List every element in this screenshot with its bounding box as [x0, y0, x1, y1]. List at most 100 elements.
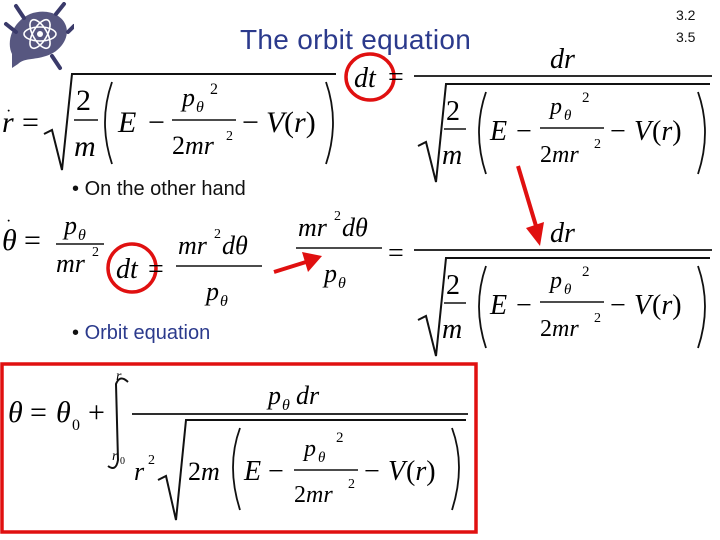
svg-text:−: − — [610, 116, 626, 147]
svg-text:V: V — [388, 456, 408, 487]
equation-thetadot: θ · = p θ mr 2 dt = mr 2 dθ p θ — [2, 211, 262, 310]
svg-text:θ: θ — [8, 396, 23, 429]
svg-text:p: p — [548, 94, 562, 120]
bullet-orbit-equation: • Orbit equation — [72, 322, 210, 345]
svg-text:2: 2 — [446, 270, 460, 301]
svg-text:θ: θ — [318, 450, 326, 466]
svg-text:θ: θ — [2, 224, 17, 257]
svg-text:mr: mr — [178, 231, 208, 260]
svg-text:dt: dt — [116, 254, 139, 285]
svg-text:mr: mr — [298, 213, 328, 242]
svg-text:+: + — [88, 396, 105, 429]
svg-text:=: = — [30, 396, 47, 429]
svg-text:p: p — [204, 277, 219, 306]
page-title: The orbit equation — [240, 24, 472, 55]
equation-mid-fraction: mr 2 dθ p θ = — [296, 209, 404, 292]
lizard-atom-logo — [2, 2, 76, 74]
svg-text:2: 2 — [210, 81, 218, 98]
svg-text:·: · — [6, 213, 11, 230]
svg-text:dr: dr — [550, 44, 575, 75]
svg-text:dr: dr — [550, 218, 575, 249]
section-numbers: 3.2 3.5 — [676, 4, 695, 48]
svg-text:(r): (r) — [652, 116, 682, 147]
svg-text:V: V — [634, 290, 654, 321]
svg-text:V: V — [634, 116, 654, 147]
svg-text:−: − — [148, 106, 165, 139]
svg-text:=: = — [388, 238, 404, 269]
svg-text:−: − — [516, 116, 532, 147]
svg-text:=: = — [148, 254, 164, 285]
svg-text:p: p — [322, 259, 337, 288]
svg-text:V: V — [266, 106, 288, 139]
equation-dt-fraction: dr 2 m E − p θ 2 2mr 2 − V (r) — [414, 44, 712, 183]
svg-text:θ: θ — [564, 282, 572, 298]
svg-text:p: p — [180, 83, 195, 112]
svg-text:θ: θ — [56, 396, 71, 429]
svg-text:2: 2 — [582, 90, 590, 106]
svg-text:−: − — [516, 290, 532, 321]
orbit-equation-box: θ = θ 0 + r r 0 p θ dr r 2 2m E − p θ 2 … — [0, 362, 478, 534]
svg-text:=: = — [388, 62, 404, 93]
svg-text:−: − — [364, 456, 380, 487]
svg-text:θ: θ — [564, 108, 572, 124]
svg-text:−: − — [242, 106, 259, 139]
svg-text:2mr: 2mr — [172, 131, 215, 160]
svg-text:p: p — [548, 268, 562, 294]
svg-text:=: = — [24, 224, 41, 257]
svg-text:θ: θ — [220, 293, 228, 310]
bullet-other-hand: • On the other hand — [72, 178, 246, 201]
svg-text:0: 0 — [72, 417, 80, 434]
svg-text:E: E — [243, 456, 261, 487]
svg-text:·: · — [6, 103, 11, 120]
svg-text:dt: dt — [354, 63, 377, 94]
svg-text:E: E — [117, 106, 136, 139]
svg-text:r: r — [134, 457, 145, 486]
svg-text:2mr: 2mr — [540, 142, 579, 168]
svg-text:dr: dr — [296, 381, 320, 410]
bullet-marker: • — [72, 322, 80, 344]
svg-text:E: E — [489, 290, 507, 321]
svg-text:m: m — [442, 140, 462, 171]
equation-dtheta-fraction: dr 2 m E − p θ 2 2mr 2 − V (r) — [414, 218, 712, 357]
svg-text:2: 2 — [348, 477, 355, 492]
section-number-2: 3.5 — [676, 29, 696, 45]
svg-text:2: 2 — [226, 129, 233, 144]
svg-text:r: r — [116, 369, 122, 384]
svg-text:2: 2 — [76, 84, 91, 117]
svg-text:θ: θ — [282, 397, 290, 414]
svg-text:dθ: dθ — [222, 231, 248, 260]
svg-text:=: = — [22, 106, 39, 139]
svg-text:2mr: 2mr — [540, 316, 579, 342]
svg-text:0: 0 — [120, 456, 125, 467]
svg-text:m: m — [74, 130, 96, 163]
bullet-text: Orbit equation — [84, 322, 211, 344]
svg-text:−: − — [268, 456, 284, 487]
svg-text:p: p — [62, 211, 77, 240]
section-number-1: 3.2 — [676, 7, 696, 23]
svg-text:2: 2 — [594, 311, 601, 326]
svg-text:(r): (r) — [652, 290, 682, 321]
bullet-marker: • — [72, 178, 80, 200]
svg-text:2: 2 — [446, 96, 460, 127]
svg-text:(r): (r) — [284, 106, 316, 139]
svg-text:2: 2 — [92, 245, 99, 260]
svg-text:E: E — [489, 116, 507, 147]
svg-text:p: p — [302, 436, 316, 462]
svg-text:r: r — [112, 449, 118, 464]
svg-text:(r): (r) — [406, 456, 436, 487]
svg-text:m: m — [442, 314, 462, 345]
svg-text:−: − — [610, 290, 626, 321]
svg-text:2m: 2m — [188, 457, 220, 486]
svg-text:2: 2 — [582, 264, 590, 280]
svg-text:p: p — [266, 381, 281, 410]
svg-text:θ: θ — [78, 227, 86, 244]
svg-text:θ: θ — [338, 275, 346, 292]
svg-text:2: 2 — [148, 453, 155, 468]
svg-text:2: 2 — [336, 430, 344, 446]
bullet-text: On the other hand — [84, 178, 246, 200]
svg-text:dθ: dθ — [342, 213, 368, 242]
svg-text:2: 2 — [214, 227, 221, 242]
svg-text:θ: θ — [196, 99, 204, 116]
svg-text:mr: mr — [56, 249, 86, 278]
dt-highlight: dt = — [344, 52, 404, 102]
